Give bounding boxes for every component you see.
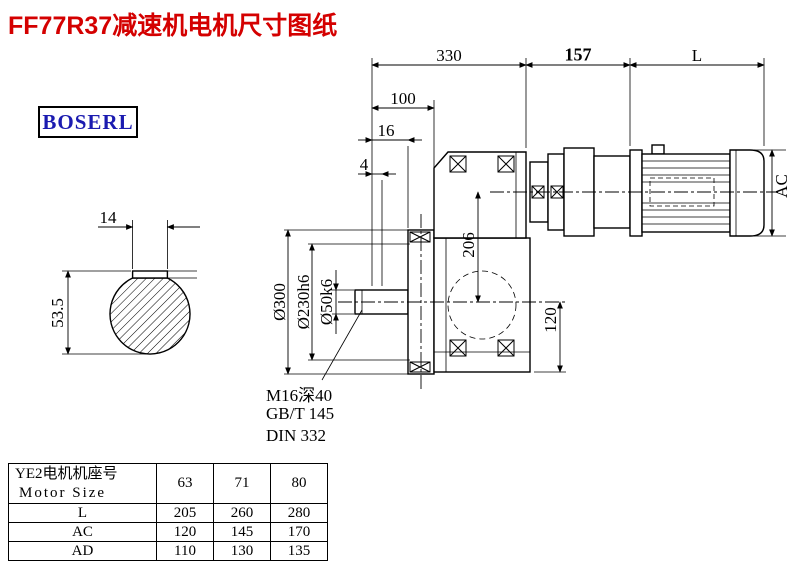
table-header-label-cn: YE2电机机座号 xyxy=(15,466,118,482)
standard-note-din: DIN 332 xyxy=(266,426,326,445)
table-row-L: L 205 260 280 xyxy=(8,503,328,523)
cell-AC-80: 170 xyxy=(270,522,328,542)
dim-label-16: 16 xyxy=(377,121,395,140)
page-title: FF77R37减速机电机尺寸图纸 xyxy=(8,12,338,40)
row-label-AC: AC xyxy=(8,522,157,542)
cell-L-71: 260 xyxy=(213,503,271,523)
dim-label-206: 206 xyxy=(459,232,478,258)
dim-label-spigot-dia: Ø230h6 xyxy=(294,274,313,330)
brand-logo-box: BOSERL xyxy=(38,106,138,138)
dim-label-100: 100 xyxy=(390,89,416,108)
row-label-L: L xyxy=(8,503,157,523)
dim-label-120: 120 xyxy=(541,307,560,333)
row-label-AD: AD xyxy=(8,541,157,561)
dim-label-key-width: 14 xyxy=(99,208,117,227)
dim-label-motor-length: L xyxy=(691,46,703,65)
dim-label-157: 157 xyxy=(564,44,592,65)
dim-label-330: 330 xyxy=(436,46,462,65)
centerlines xyxy=(338,191,778,392)
standard-note-gbt: GB/T 145 xyxy=(266,404,335,423)
dim-label-shaft-dia: Ø50k6 xyxy=(317,278,336,326)
table-row-AC: AC 120 145 170 xyxy=(8,522,328,542)
motor-size-table: YE2电机机座号 Motor Size 63 71 80 L 205 260 2… xyxy=(8,463,328,561)
table-header-size-0: 63 xyxy=(156,463,214,504)
table-header-label-en: Motor Size xyxy=(19,485,107,501)
dim-label-flange-od: Ø300 xyxy=(270,283,289,321)
brand-logo-text: BOSERL xyxy=(42,109,134,134)
dim-label-key-height: 53.5 xyxy=(48,298,67,328)
shaft-end-view xyxy=(109,270,197,355)
cell-AC-63: 120 xyxy=(156,522,214,542)
table-header-row: YE2电机机座号 Motor Size 63 71 80 xyxy=(8,463,328,504)
thread-depth-note: M16深40 xyxy=(266,386,333,405)
table-header-label-cell: YE2电机机座号 Motor Size xyxy=(8,463,157,504)
dim-label-ac: AC xyxy=(772,174,791,198)
cell-AD-71: 130 xyxy=(213,541,271,561)
dim-label-4: 4 xyxy=(359,155,369,174)
cell-L-63: 205 xyxy=(156,503,214,523)
table-header-size-2: 80 xyxy=(270,463,328,504)
cell-L-80: 280 xyxy=(270,503,328,523)
cell-AC-71: 145 xyxy=(213,522,271,542)
table-row-AD: AD 110 130 135 xyxy=(8,541,328,561)
table-header-size-1: 71 xyxy=(213,463,271,504)
cell-AD-80: 135 xyxy=(270,541,328,561)
dimension-lines xyxy=(62,58,786,381)
cell-AD-63: 110 xyxy=(156,541,214,561)
gearbox-housing xyxy=(433,151,531,373)
motor xyxy=(629,144,765,237)
